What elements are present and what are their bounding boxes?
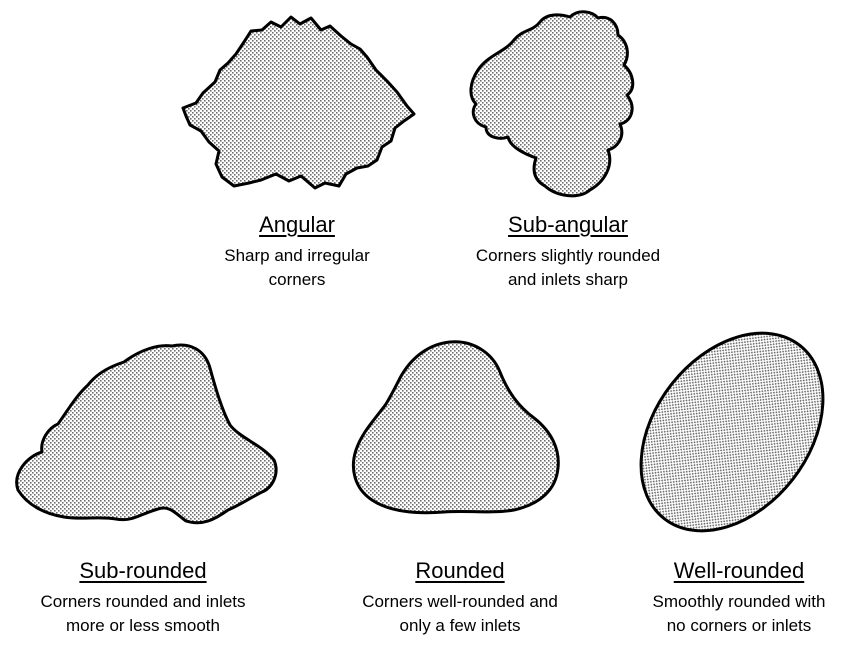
sub-angular-desc-line2: and inlets sharp — [476, 268, 660, 292]
sub-angular-name: Sub-angular — [476, 212, 660, 238]
rounded-grain-shape — [353, 342, 558, 513]
well-rounded-grain-shape — [604, 298, 861, 566]
angular-name: Angular — [224, 212, 370, 238]
sub-angular-grain-shape — [471, 12, 633, 196]
sub-rounded-desc-line1: Corners rounded and inlets — [40, 590, 245, 614]
angular-desc-line1: Sharp and irregular — [224, 244, 370, 268]
sub-rounded-grain-shape — [17, 345, 276, 523]
sub-angular-desc-line1: Corners slightly rounded — [476, 244, 660, 268]
sub-rounded-label: Sub-rounded Corners rounded and inlets m… — [40, 558, 245, 638]
rounded-desc-line2: only a few inlets — [362, 614, 558, 638]
rounded-name: Rounded — [362, 558, 558, 584]
well-rounded-name: Well-rounded — [653, 558, 826, 584]
angular-label: Angular Sharp and irregular corners — [224, 212, 370, 292]
sub-angular-label: Sub-angular Corners slightly rounded and… — [476, 212, 660, 292]
sub-rounded-name: Sub-rounded — [40, 558, 245, 584]
angular-desc-line2: corners — [224, 268, 370, 292]
well-rounded-label: Well-rounded Smoothly rounded with no co… — [653, 558, 826, 638]
rounded-label: Rounded Corners well-rounded and only a … — [362, 558, 558, 638]
angular-grain-shape — [183, 17, 414, 188]
well-rounded-desc-line2: no corners or inlets — [653, 614, 826, 638]
well-rounded-desc-line1: Smoothly rounded with — [653, 590, 826, 614]
rounded-desc-line1: Corners well-rounded and — [362, 590, 558, 614]
sub-rounded-desc-line2: more or less smooth — [40, 614, 245, 638]
